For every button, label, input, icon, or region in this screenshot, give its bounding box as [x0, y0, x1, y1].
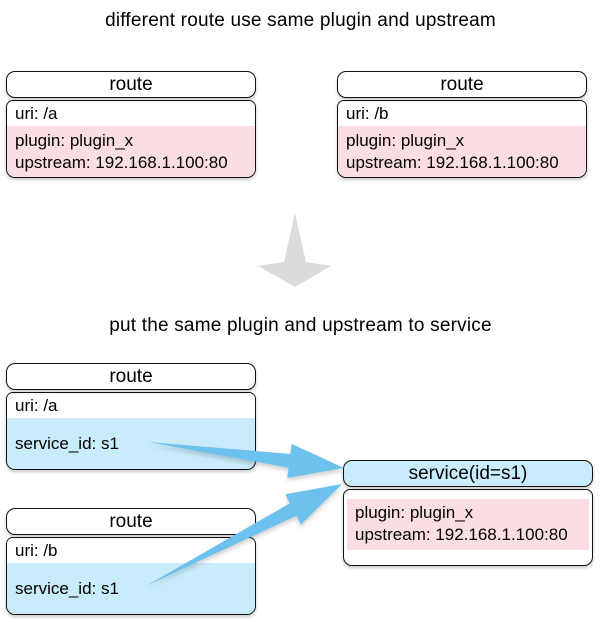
service-card: service(id=s1) plugin: plugin_x upstream…: [343, 460, 593, 566]
route-upstream-line: upstream: 192.168.1.100:80: [346, 153, 559, 172]
route-card-header: route: [337, 71, 587, 98]
route-card-title: route: [440, 73, 484, 95]
route-uri-row: uri: /a: [7, 101, 255, 126]
route-plugin-line: plugin: plugin_x: [346, 131, 465, 150]
route-card-header: route: [6, 71, 256, 98]
route-card-body: uri: /b service_id: s1: [6, 537, 256, 615]
route-card-header: route: [6, 363, 256, 390]
route-card-a-after: route uri: /a service_id: s1: [6, 363, 256, 470]
route-card-a-before: route uri: /a plugin: plugin_x upstream:…: [6, 71, 256, 178]
service-plugin-upstream-block: plugin: plugin_x upstream: 192.168.1.100…: [347, 499, 589, 550]
route-plugin-upstream-block: plugin: plugin_x upstream: 192.168.1.100…: [7, 126, 255, 177]
route-service-id-row: service_id: s1: [7, 563, 255, 614]
route-uri-row: uri: /a: [7, 393, 255, 418]
service-card-header: service(id=s1): [343, 460, 593, 487]
route-card-b-after: route uri: /b service_id: s1: [6, 508, 256, 615]
bottom-section-title: put the same plugin and upstream to serv…: [109, 315, 492, 336]
service-upstream-line: upstream: 192.168.1.100:80: [355, 525, 568, 544]
top-section-title: different route use same plugin and upst…: [105, 10, 496, 31]
route-card-header: route: [6, 508, 256, 535]
route-card-title: route: [109, 73, 153, 95]
route-plugin-upstream-block: plugin: plugin_x upstream: 192.168.1.100…: [338, 126, 586, 177]
route-card-body: uri: /a service_id: s1: [6, 392, 256, 470]
route-card-body: uri: /b plugin: plugin_x upstream: 192.1…: [337, 100, 587, 178]
route-card-title: route: [109, 365, 153, 387]
service-plugin-line: plugin: plugin_x: [355, 503, 474, 522]
route-card-body: uri: /a plugin: plugin_x upstream: 192.1…: [6, 100, 256, 178]
route-uri-row: uri: /b: [7, 538, 255, 563]
route-card-title: route: [109, 510, 153, 532]
service-card-title: service(id=s1): [408, 462, 528, 484]
route-upstream-line: upstream: 192.168.1.100:80: [15, 153, 228, 172]
route-plugin-line: plugin: plugin_x: [15, 131, 134, 150]
route-uri-row: uri: /b: [338, 101, 586, 126]
service-card-body: plugin: plugin_x upstream: 192.168.1.100…: [343, 489, 593, 566]
route-service-id-row: service_id: s1: [7, 418, 255, 469]
down-arrow-icon: [258, 213, 331, 287]
route-card-b-before: route uri: /b plugin: plugin_x upstream:…: [337, 71, 587, 178]
